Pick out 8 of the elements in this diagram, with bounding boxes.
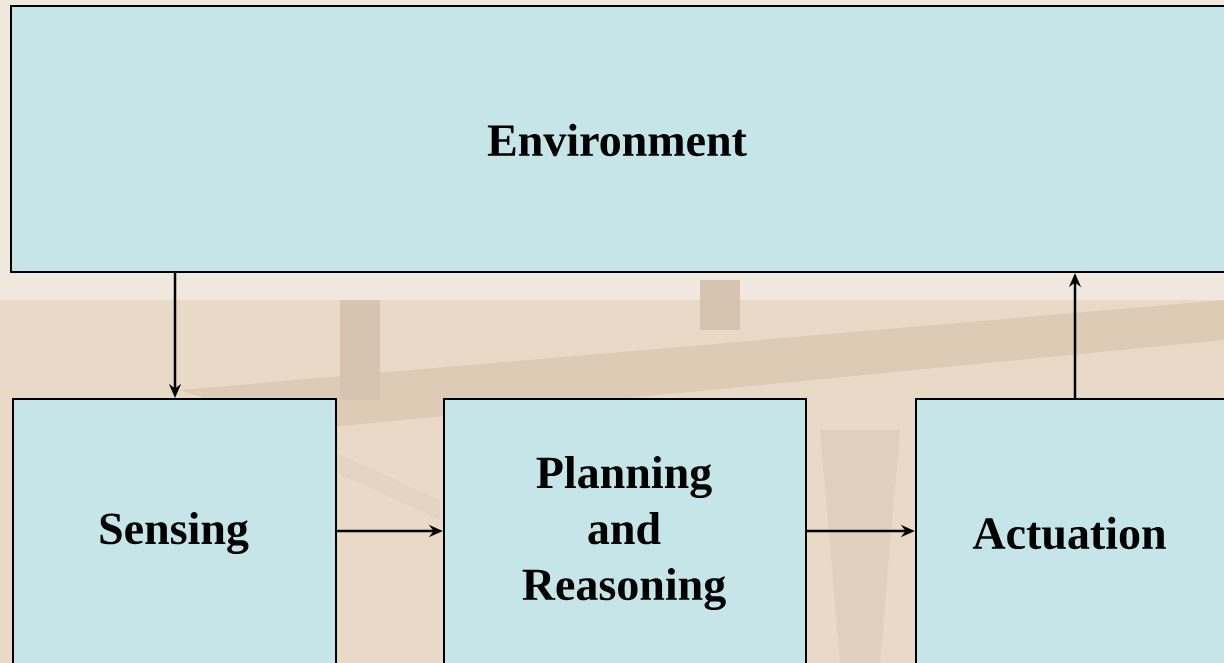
- node-label: Sensing: [100, 511, 249, 554]
- node-label: Planning and Reasoning: [522, 455, 726, 610]
- node-label: Environment: [487, 123, 747, 157]
- box: [443, 398, 807, 663]
- box: [12, 398, 337, 663]
- node-label: Actuation: [972, 516, 1166, 550]
- box: [10, 5, 1224, 273]
- box: [915, 398, 1224, 663]
